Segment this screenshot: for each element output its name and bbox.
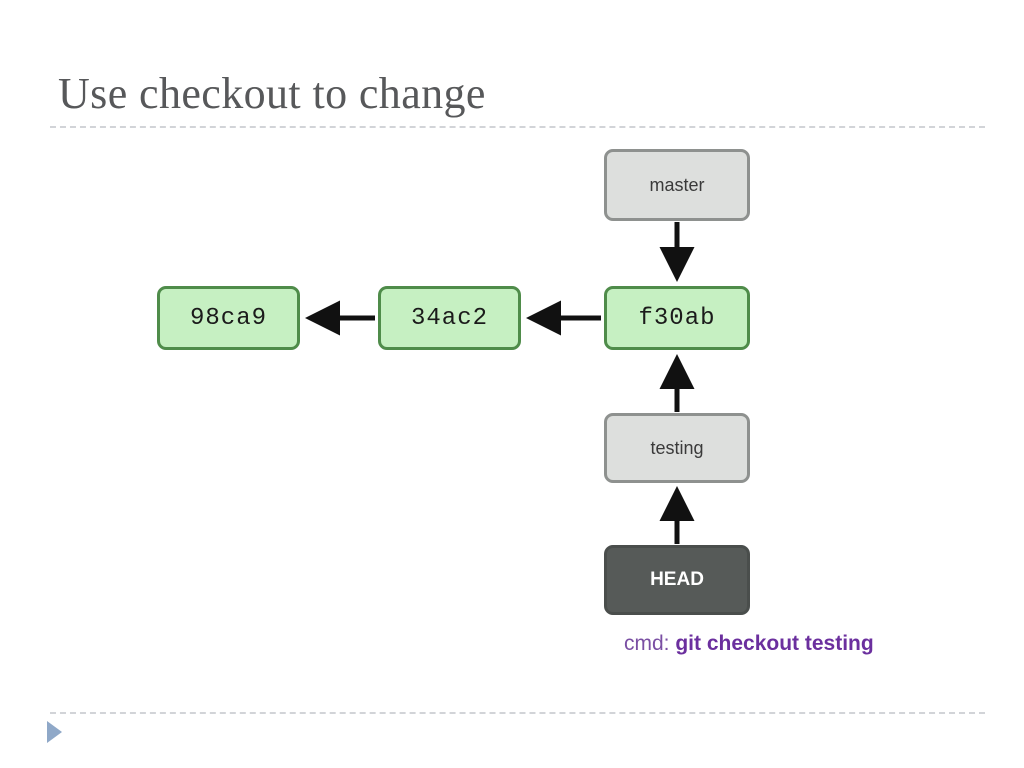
caption-command: git checkout testing <box>675 632 874 655</box>
footer-divider <box>50 712 985 714</box>
commit-label: f30ab <box>638 304 716 332</box>
commit-node-34ac2[interactable]: 34ac2 <box>378 286 521 350</box>
commit-label: 98ca9 <box>189 304 267 332</box>
head-label: HEAD <box>650 569 704 590</box>
title-divider <box>50 126 985 128</box>
branch-node-master[interactable]: master <box>604 149 750 221</box>
caption-prefix: cmd: <box>624 632 670 655</box>
commit-label: 34ac2 <box>410 304 488 332</box>
branch-label: testing <box>650 437 704 458</box>
head-pointer-node[interactable]: HEAD <box>604 545 750 615</box>
commit-node-98ca9[interactable]: 98ca9 <box>157 286 300 350</box>
command-caption: cmd: git checkout testing <box>624 632 874 656</box>
branch-label: master <box>649 174 705 195</box>
page-title: Use checkout to change <box>58 69 486 118</box>
play-triangle-icon[interactable] <box>47 721 62 743</box>
commit-node-f30ab[interactable]: f30ab <box>604 286 750 350</box>
branch-node-testing[interactable]: testing <box>604 413 750 483</box>
